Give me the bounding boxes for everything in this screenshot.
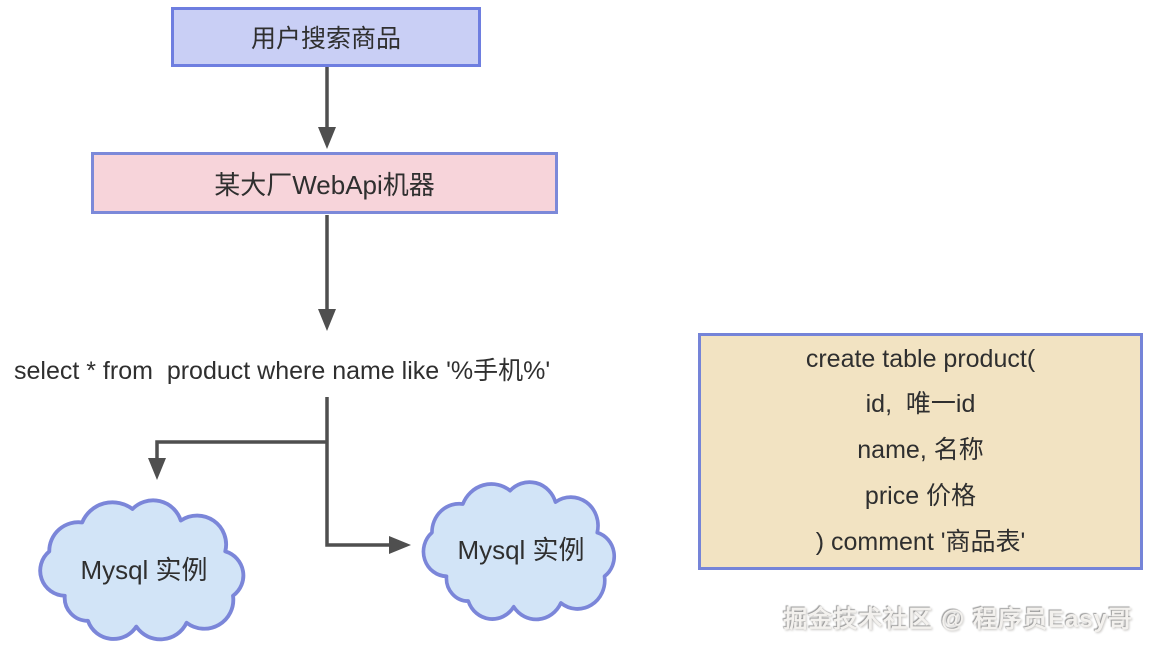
connector-webapi-to-query <box>318 215 336 331</box>
sql-select-statement: select * from product where name like '%… <box>14 357 551 385</box>
mysql-cloud-left-shape <box>38 498 246 642</box>
mysql-cloud-right-label: Mysql 实例 <box>457 535 585 565</box>
connector-user-to-webapi <box>318 67 336 149</box>
connector-query-to-mysql-right <box>325 397 411 554</box>
ddl-line-comment: ) comment '商品表' <box>815 528 1026 556</box>
ddl-line-id: id, 唯一id <box>865 390 976 418</box>
watermark: 掘金技术社区 @ 程序员Easy哥 <box>783 606 1133 633</box>
node-user-search: 用户搜索商品 <box>171 7 481 67</box>
ddl-line-create: create table product( <box>805 345 1036 373</box>
connector-query-to-mysql-left <box>148 440 327 480</box>
ddl-line-price: price 价格 <box>864 482 977 510</box>
node-user-search-label: 用户搜索商品 <box>250 25 401 53</box>
ddl-line-name: name, 名称 <box>857 436 984 464</box>
node-webapi-machine: 某大厂WebApi机器 <box>91 152 558 214</box>
mysql-cloud-left-label: Mysql 实例 <box>80 555 208 585</box>
create-table-box: create table product( id, 唯一id name, 名称 … <box>698 333 1143 570</box>
mysql-cloud-right-shape <box>421 480 617 622</box>
node-webapi-machine-label: 某大厂WebApi机器 <box>214 169 435 200</box>
